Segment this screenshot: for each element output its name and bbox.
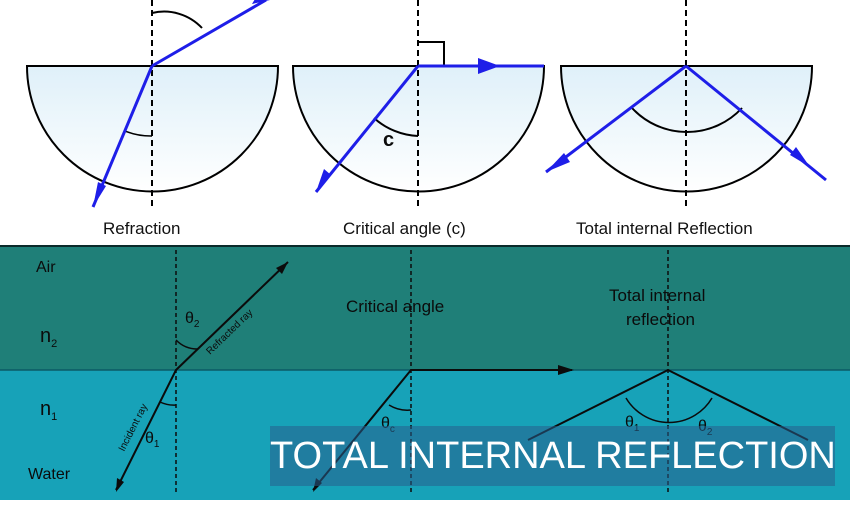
angle-arc-critical [373, 117, 419, 137]
angle-arc-tir [631, 107, 743, 134]
semicircle-tir [559, 65, 814, 193]
banner-title: TOTAL INTERNAL REFLECTION [270, 435, 836, 477]
n1-base: n [40, 398, 52, 420]
thetac-arc [388, 404, 412, 411]
theta2-label: θ2 [185, 310, 199, 330]
incident-ray-tir-arrow [546, 153, 570, 172]
air-medium-band [0, 247, 850, 370]
bottom-tir-heading-line2: reflection [626, 310, 695, 329]
tir-theta1-base: θ [625, 414, 634, 431]
critical-angle-c-label: c [383, 129, 395, 151]
semicircle-critical [291, 65, 546, 193]
theta1-arc [159, 401, 177, 406]
semicircle-refraction [25, 65, 280, 193]
theta1-base: θ [145, 430, 154, 447]
thetac-base: θ [381, 415, 390, 432]
caption-tir: Total internal Reflection [576, 219, 753, 238]
theta2-sub: 2 [193, 319, 200, 331]
incident-ray-bottom [115, 369, 177, 491]
incident-ray-critical [314, 65, 420, 193]
right-angle-marker [418, 41, 445, 66]
refracted-ray-refraction-arrow [252, 0, 270, 4]
incident-ray-tir [545, 64, 687, 174]
n2-label: n2 [40, 325, 57, 350]
theta1-sub: 1 [153, 439, 160, 451]
reflected-ray-tir-arrow [790, 147, 810, 167]
bottom-tir-heading-line1: Total internal [609, 286, 706, 305]
title-banner: TOTAL INTERNAL REFLECTION [270, 426, 836, 486]
incident-ray-bottom-arrow [116, 478, 124, 492]
incident-ray-critical-arrow [316, 169, 331, 192]
theta2-base: θ [185, 310, 194, 327]
n1-label: n1 [40, 398, 57, 423]
bottom-critical-heading: Critical angle [346, 297, 445, 316]
theta1-label: θ1 [145, 430, 159, 450]
caption-critical-angle: Critical angle (c) [343, 219, 466, 238]
grazing-ray-critical-arrow [478, 58, 500, 74]
refracted-ray-refraction [151, 0, 267, 68]
n2-sub: 2 [51, 338, 58, 350]
water-label: Water [28, 466, 71, 483]
tir-bottom-arc [625, 397, 713, 424]
caption-refraction: Refraction [103, 219, 181, 238]
n2-base: n [40, 325, 52, 347]
grazing-ray-bottom-arrow [558, 365, 574, 375]
incident-ray-refraction-arrow [93, 182, 106, 207]
angle-arc-refraction-top [151, 10, 203, 29]
refracted-ray-bottom [175, 261, 289, 371]
n1-sub: 1 [51, 411, 58, 423]
refracted-ray-bottom-arrow [276, 262, 288, 274]
incident-ray-refraction [91, 65, 154, 208]
theta2-arc [175, 339, 199, 350]
air-label: Air [36, 259, 56, 276]
